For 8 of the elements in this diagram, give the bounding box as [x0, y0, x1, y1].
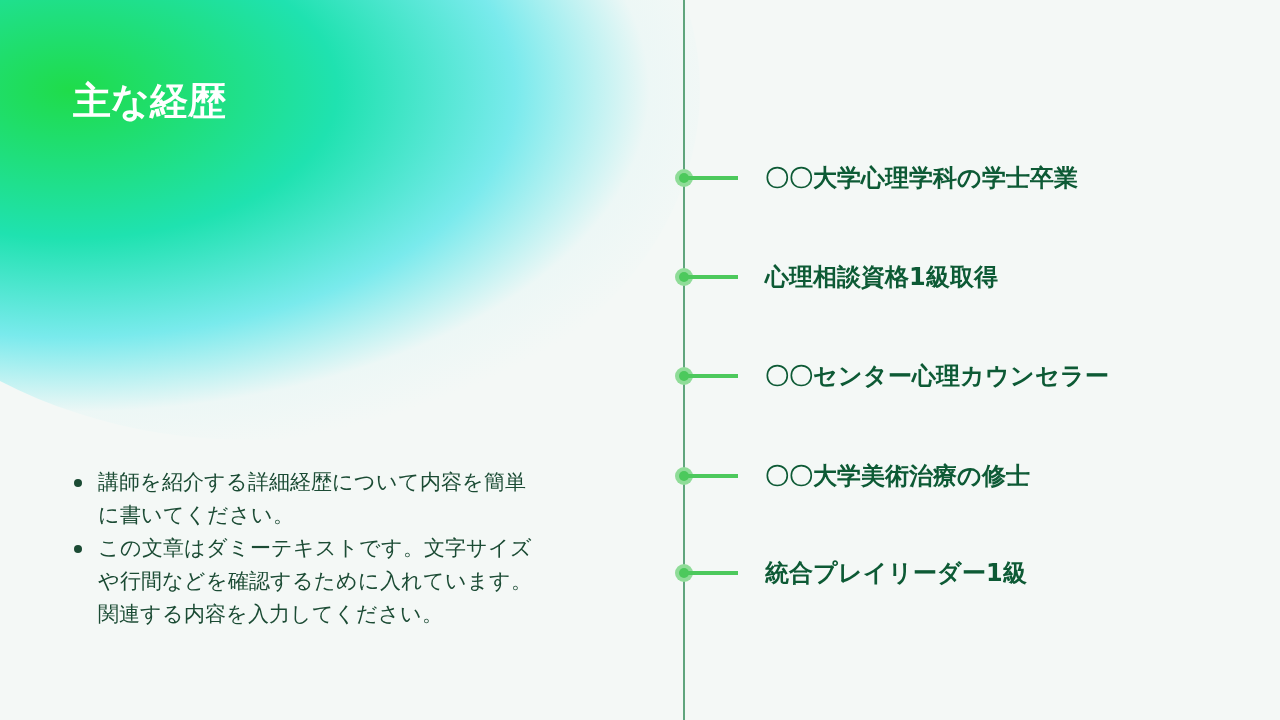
timeline-entry: 統合プレイリーダー1級 — [765, 558, 1027, 588]
title: 主な経歴 — [73, 78, 226, 125]
timeline-entry: 〇〇センター心理カウンセラー — [765, 361, 1109, 391]
timeline-entry: 〇〇大学心理学科の学士卒業 — [765, 163, 1078, 193]
bullet-text: 講師を紹介する詳細経歴について内容を簡単に書いてください。 — [98, 469, 527, 529]
timeline-entry: 心理相談資格1級取得 — [765, 262, 998, 292]
bullet-text: この文章はダミーテキストです。文字サイズや行間などを確認するために入れています。関連する内容を入力してください。 — [98, 535, 533, 628]
timeline-entry: 〇〇大学美術治療の修士 — [765, 461, 1030, 491]
